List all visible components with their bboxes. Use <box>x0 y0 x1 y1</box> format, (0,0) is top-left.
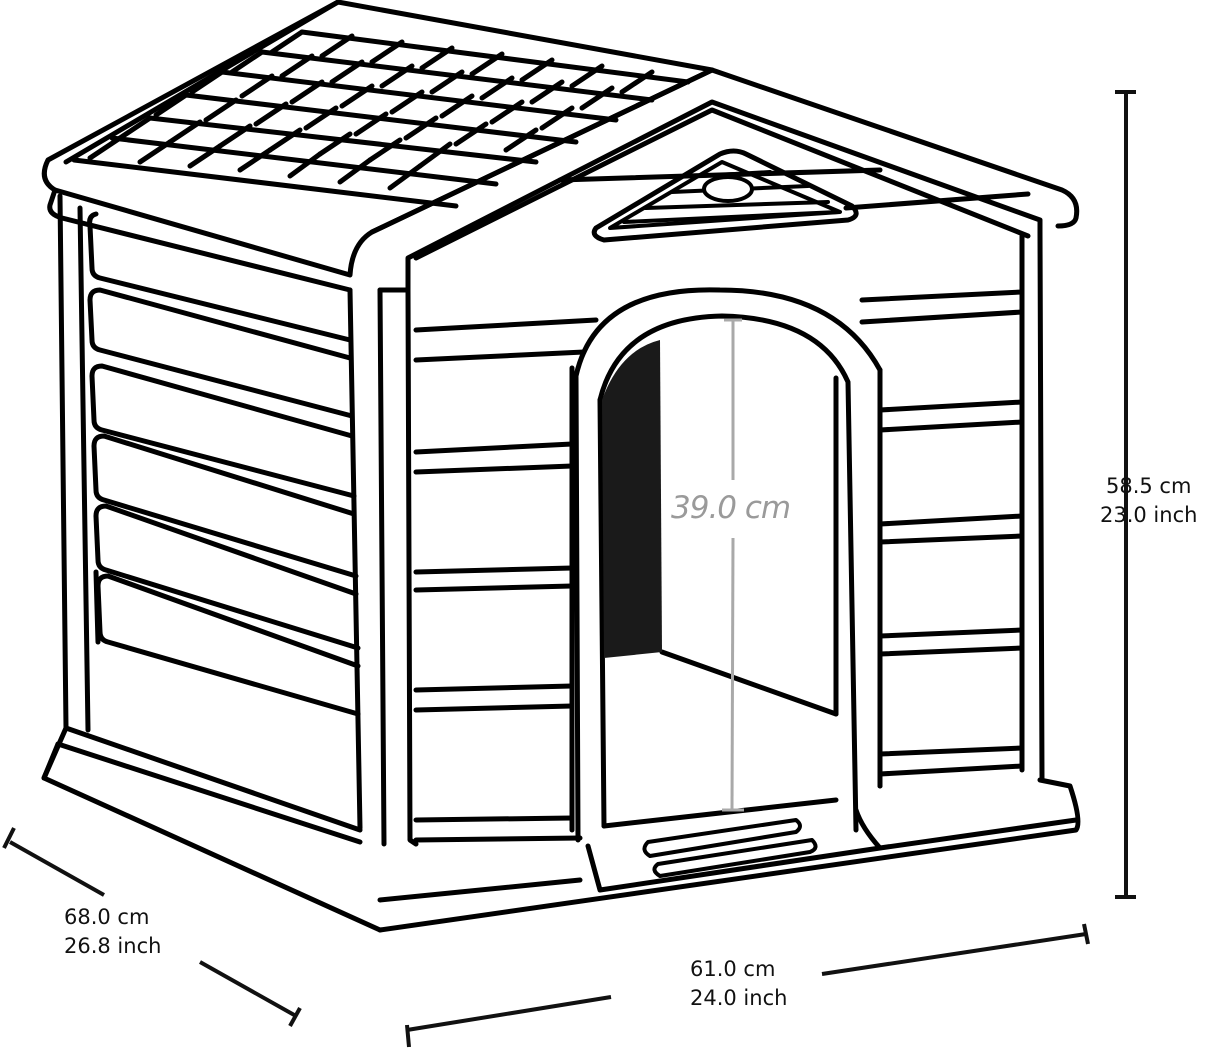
width-cm: 61.0 cm <box>690 957 776 981</box>
height-inch: 23.0 inch <box>1100 503 1198 527</box>
width-dimension-line <box>405 923 1090 1048</box>
height-dimension-line <box>1115 90 1136 899</box>
door-arch <box>573 287 883 843</box>
depth-dimension-label: 68.0 cm 26.8 inch <box>64 903 161 961</box>
width-inch: 24.0 inch <box>690 986 788 1010</box>
base-threshold <box>377 777 1081 933</box>
front-wall-right <box>859 229 1045 789</box>
roof-left-slope <box>41 0 715 293</box>
door-interior-shadow <box>602 340 662 658</box>
height-dimension-label: 58.5 cm 23.0 inch <box>1100 472 1197 530</box>
door-height-label: 39.0 cm <box>671 490 791 526</box>
left-side-wall <box>41 193 387 933</box>
door-height-dimension-line <box>722 318 744 812</box>
depth-dimension-line <box>2 827 302 1027</box>
depth-inch: 26.8 inch <box>64 934 162 958</box>
depth-cm: 68.0 cm <box>64 905 150 929</box>
front-wall-left <box>405 287 599 847</box>
width-dimension-label: 61.0 cm 24.0 inch <box>690 955 787 1013</box>
height-cm: 58.5 cm <box>1106 474 1192 498</box>
gable-vent <box>591 148 859 243</box>
